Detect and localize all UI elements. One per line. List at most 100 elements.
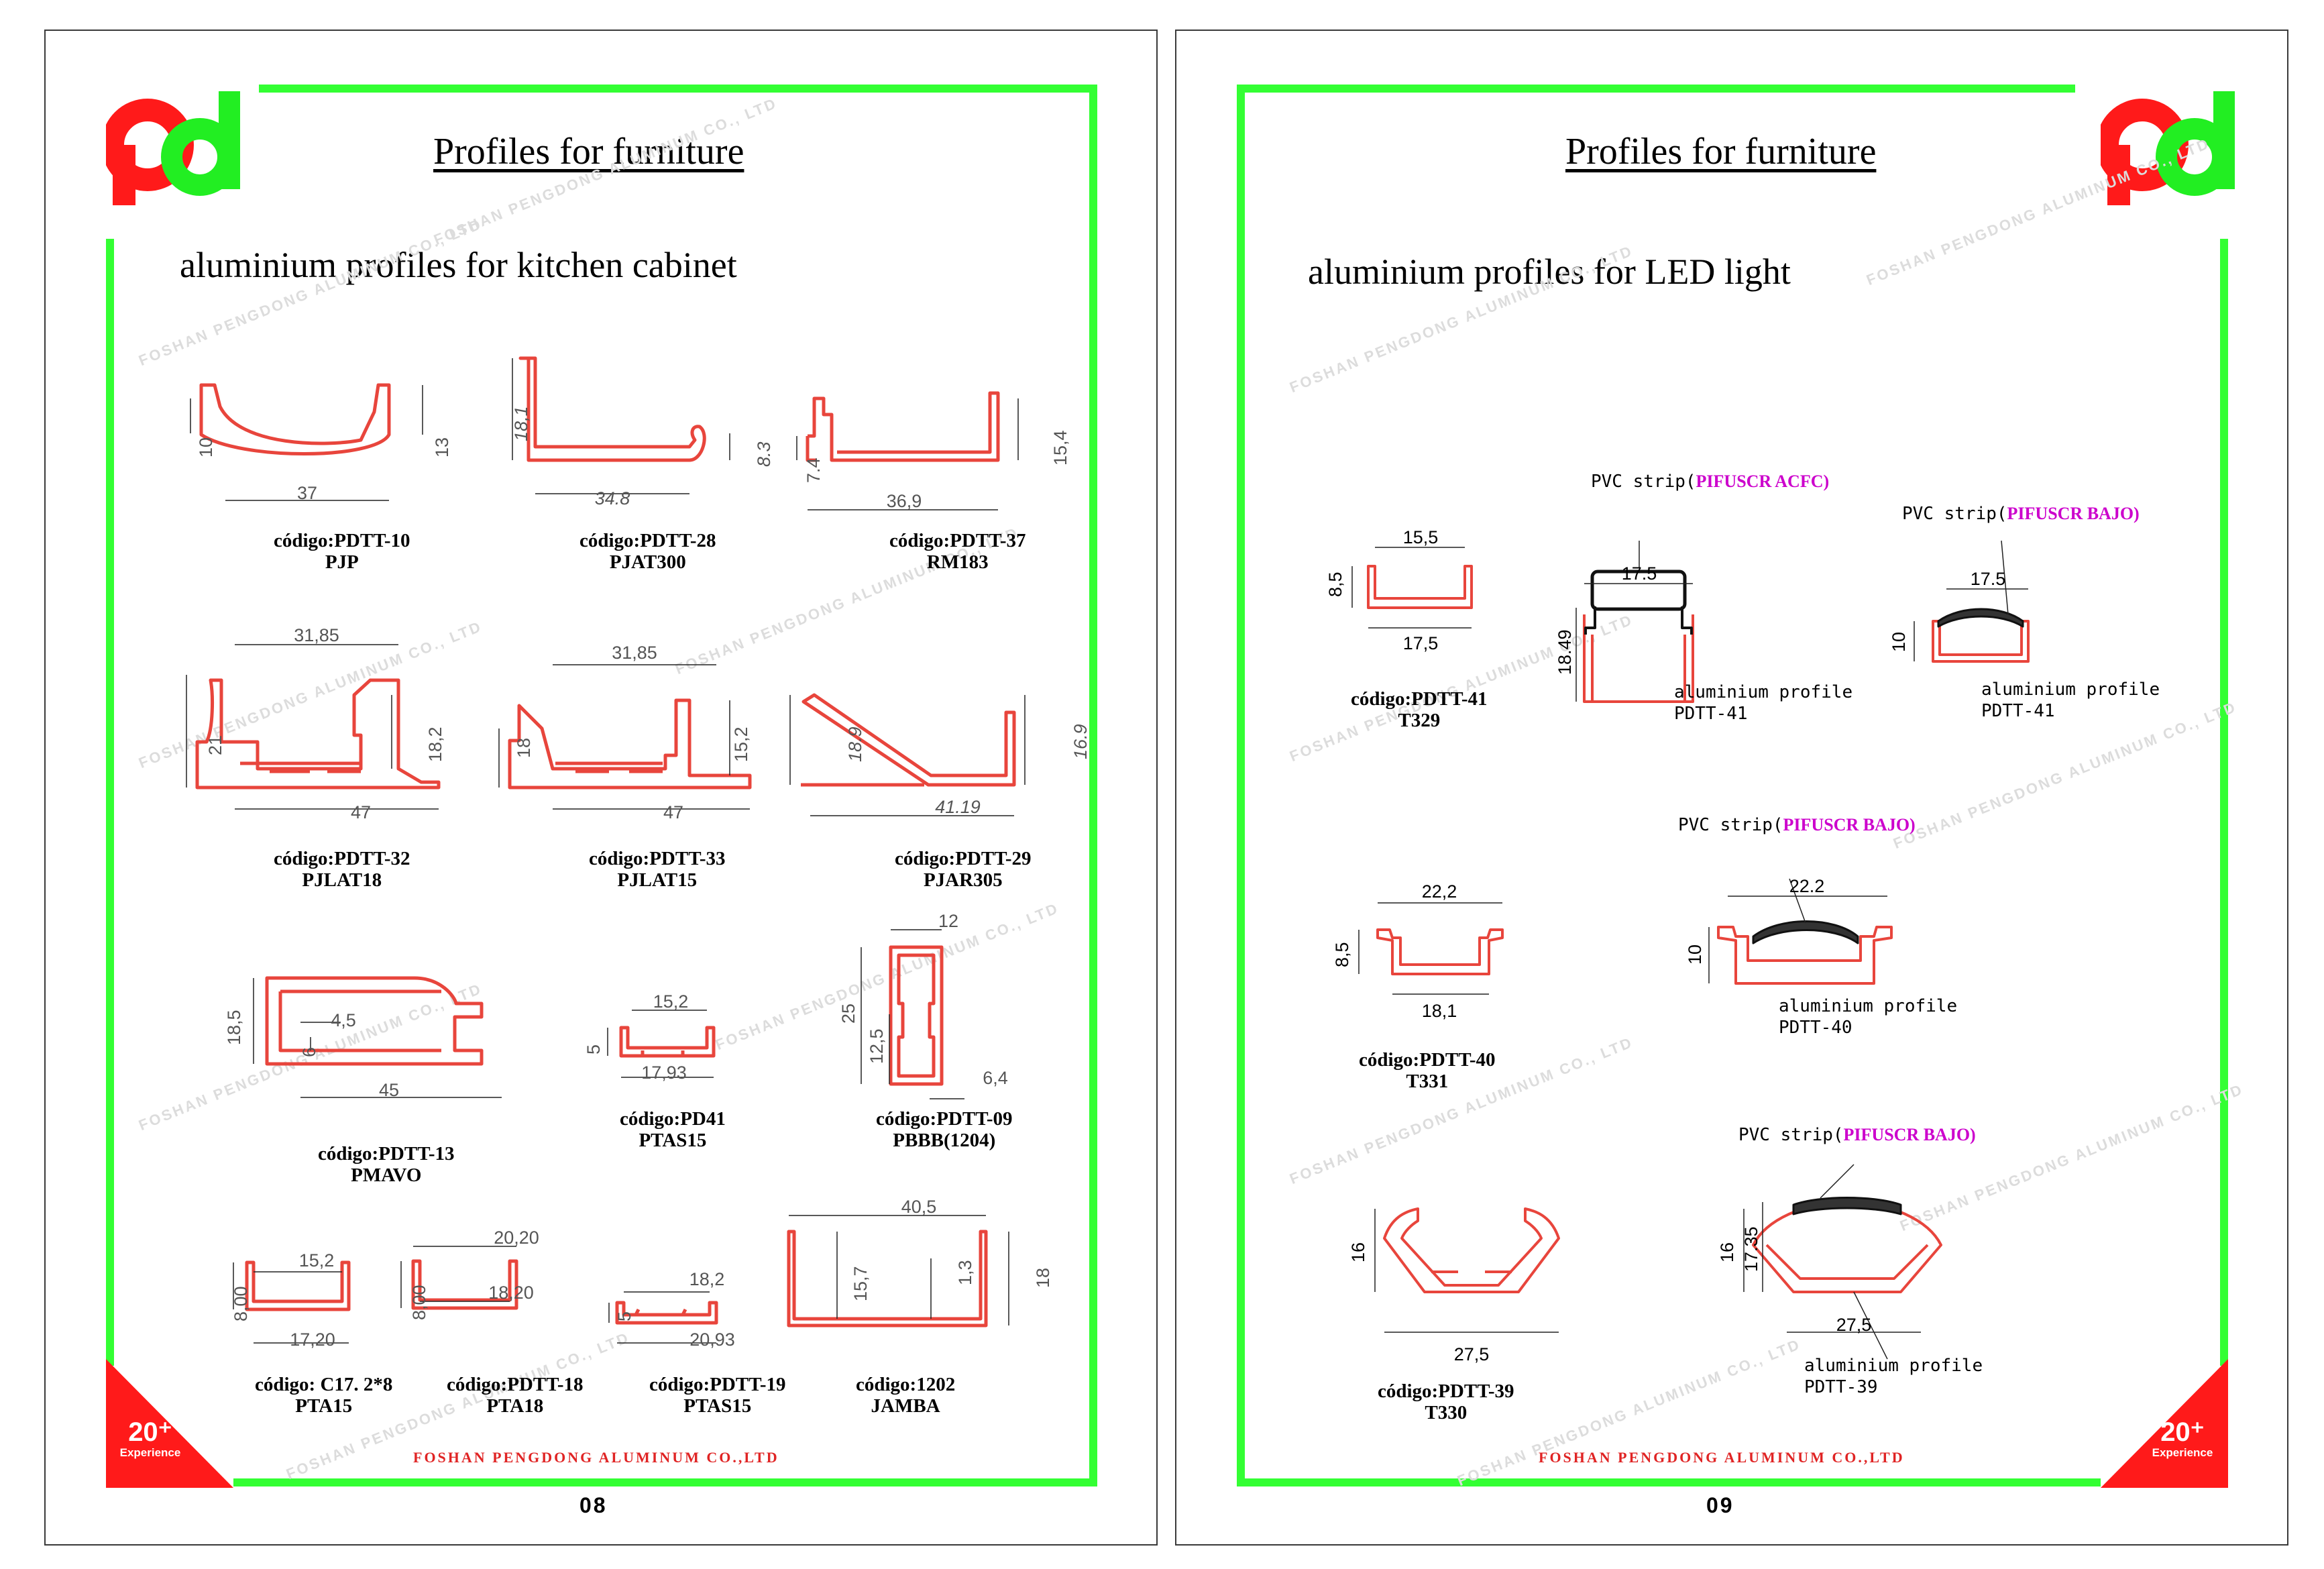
svg-text:22.2: 22.2 (1789, 876, 1825, 896)
svg-text:5: 5 (614, 1311, 634, 1321)
svg-text:17,5: 17,5 (1403, 633, 1439, 653)
svg-text:17.5: 17.5 (1622, 563, 1657, 584)
svg-text:6,4: 6,4 (983, 1068, 1008, 1088)
profile-shapes (1367, 565, 2030, 1293)
svg-text:25: 25 (838, 1004, 859, 1024)
section-subtitle: aluminium profiles for LED light (1308, 252, 1791, 292)
frame-right-bar (1089, 85, 1097, 1486)
svg-text:15,2: 15,2 (731, 726, 751, 762)
svg-text:15,2: 15,2 (653, 991, 689, 1012)
svg-text:18,2: 18,2 (689, 1269, 725, 1289)
dimension-lines (186, 358, 1026, 1344)
svg-text:41.19: 41.19 (935, 797, 981, 817)
frame-top-bar (259, 85, 1097, 93)
svg-text:18: 18 (514, 738, 534, 758)
svg-text:17,93: 17,93 (641, 1063, 687, 1083)
page-number: 08 (579, 1493, 608, 1517)
frame-left-bar (106, 239, 114, 1366)
svg-text:8,00: 8,00 (231, 1286, 251, 1321)
svg-text:7.4: 7.4 (804, 457, 824, 483)
frame-bottom-bar (1237, 1478, 2101, 1486)
svg-text:8,5: 8,5 (1332, 942, 1352, 967)
profile-shapes (195, 356, 1016, 1328)
svg-text:16.9: 16.9 (1070, 724, 1091, 759)
svg-text:13: 13 (432, 437, 452, 457)
pvc-strip-label: PVC strip(PIFUSCR BAJO) (1902, 504, 2140, 524)
svg-text:8,5: 8,5 (1325, 572, 1345, 597)
svg-text:47: 47 (351, 802, 371, 822)
profile-drawings-right: 15,5 8,5 17,5 17.5 18.49 17.5 10 22,2 8,… (1325, 527, 2030, 1364)
svg-text:20,93: 20,93 (689, 1330, 735, 1350)
dimension-values: 10 37 13 18,1 34.8 8.3 7.4 36,9 15,4 31,… (196, 406, 1091, 1350)
frame-top-bar (1237, 85, 2075, 93)
svg-text:27,5: 27,5 (1454, 1344, 1490, 1364)
svg-text:18,5: 18,5 (224, 1010, 244, 1045)
dimension-values: 15,5 8,5 17,5 17.5 18.49 17.5 10 22,2 8,… (1325, 527, 2005, 1364)
page-title: Profiles for furniture (433, 131, 744, 172)
svg-text:34.8: 34.8 (595, 488, 630, 508)
svg-text:18: 18 (1033, 1268, 1053, 1288)
svg-text:15,7: 15,7 (850, 1266, 871, 1301)
company-logo (2101, 91, 2235, 205)
svg-text:10: 10 (1889, 632, 1909, 652)
svg-text:22,2: 22,2 (1422, 881, 1457, 902)
svg-text:18,1: 18,1 (511, 406, 531, 441)
svg-text:40,5: 40,5 (901, 1197, 937, 1217)
svg-text:8,00: 8,00 (409, 1285, 429, 1320)
frame-bottom-bar (233, 1478, 1097, 1486)
svg-text:15,4: 15,4 (1050, 430, 1070, 466)
svg-text:5: 5 (584, 1044, 604, 1054)
section-subtitle: aluminium profiles for kitchen cabinet (180, 245, 737, 285)
svg-text:16: 16 (1348, 1242, 1368, 1262)
company-logo (106, 91, 240, 205)
pvc-strip-label: PVC strip(PIFUSCR BAJO) (1738, 1125, 1976, 1145)
svg-text:15,5: 15,5 (1403, 527, 1439, 547)
svg-text:31,85: 31,85 (612, 643, 657, 663)
svg-text:18.9: 18.9 (845, 726, 865, 762)
svg-text:4,5: 4,5 (331, 1010, 356, 1030)
svg-text:47: 47 (663, 802, 683, 822)
experience-badge-text: 20⁺ Experience (119, 1417, 181, 1459)
svg-text:18.49: 18.49 (1555, 629, 1575, 675)
svg-text:1,3: 1,3 (955, 1260, 975, 1285)
company-footer: FOSHAN PENGDONG ALUMINUM CO.,LTD (1539, 1449, 1905, 1466)
pvc-strip-label: PVC strip(PIFUSCR ACFC) (1591, 472, 1830, 492)
catalog-page-left: Profiles for furniture aluminium profile… (44, 30, 1158, 1546)
svg-text:16: 16 (1717, 1242, 1737, 1262)
company-footer: FOSHAN PENGDONG ALUMINUM CO.,LTD (413, 1449, 779, 1466)
svg-text:31,85: 31,85 (294, 625, 339, 645)
pvc-strip-label: PVC strip(PIFUSCR BAJO) (1678, 815, 1916, 835)
experience-badge (106, 1359, 233, 1488)
frame-left-bar (1237, 85, 1245, 1486)
pvc-strips (1584, 570, 2024, 1215)
dimension-lines (1351, 540, 2028, 1360)
svg-text:6: 6 (299, 1047, 319, 1057)
svg-text:20,20: 20,20 (494, 1228, 539, 1248)
page-number: 09 (1706, 1493, 1734, 1517)
experience-badge-text: 20⁺ Experience (2152, 1417, 2213, 1459)
profile-drawings-left: 10 37 13 18,1 34.8 8.3 7.4 36,9 15,4 31,… (186, 356, 1091, 1350)
svg-text:17.35: 17.35 (1741, 1226, 1761, 1272)
svg-text:18,1: 18,1 (1422, 1001, 1457, 1021)
svg-text:17,20: 17,20 (290, 1330, 335, 1350)
svg-text:17.5: 17.5 (1971, 569, 2006, 589)
svg-text:8.3: 8.3 (754, 441, 774, 467)
svg-text:21: 21 (205, 735, 225, 755)
svg-text:36,9: 36,9 (887, 491, 922, 511)
catalog-page-right: Profiles for furniture aluminium profile… (1175, 30, 2288, 1546)
